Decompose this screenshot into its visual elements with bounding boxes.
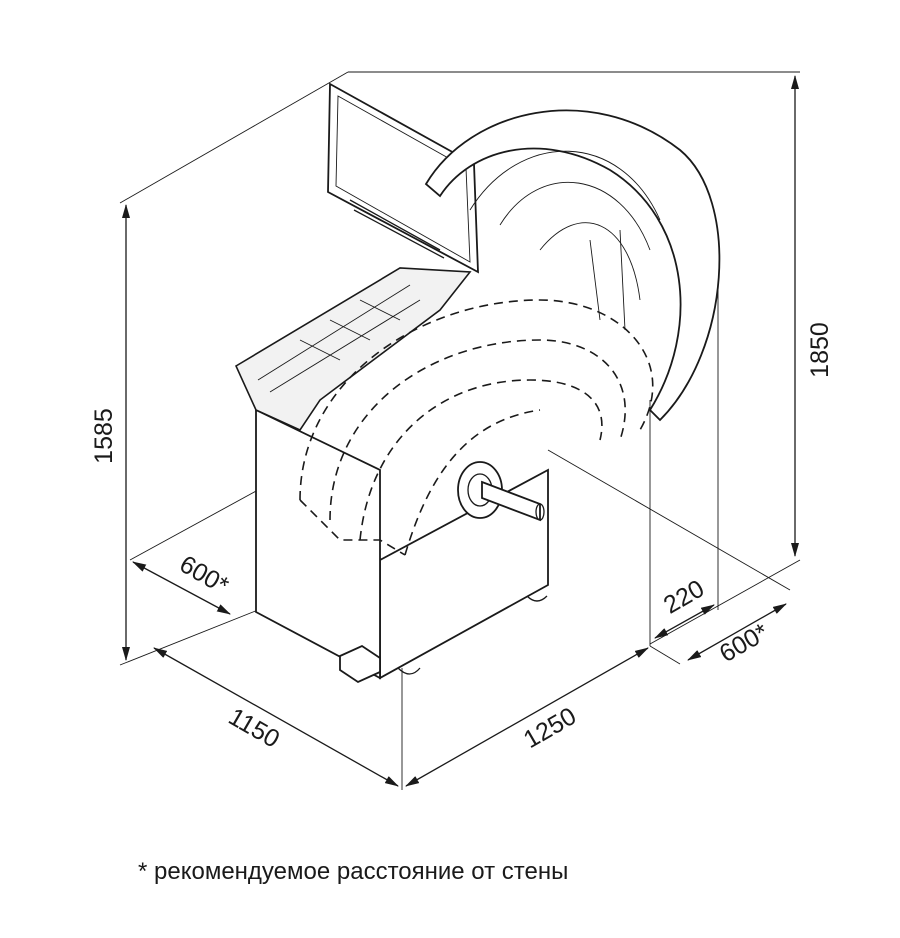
dim-line-1250 [405,647,649,787]
wheel-balancer [234,82,721,684]
dim-line-1150 [153,647,399,787]
dim-label-1150: 1150 [224,703,285,754]
top-tray [234,267,472,432]
foot-left [397,667,421,675]
dim-line-600-left [132,561,231,615]
dimension-lines [122,75,799,787]
foot-right [526,595,548,602]
foot-pedal [339,644,381,684]
dim-label-600-right: 600* [715,618,774,668]
dim-label-1250: 1250 [519,702,581,754]
cabinet-side [255,408,381,680]
monitor [327,82,479,274]
keypad [349,199,445,259]
dim-label-600-left: 600* [175,550,234,600]
dim-line-220 [654,604,715,639]
footnote: * рекомендуемое расстояние от стены [138,858,569,885]
dim-label-220: 220 [659,575,709,620]
dim-label-1850: 1850 [806,322,834,378]
wheel-guard-lowered [299,299,654,501]
dim-line-600-right [687,603,787,661]
dim-label-1585: 1585 [90,408,118,464]
